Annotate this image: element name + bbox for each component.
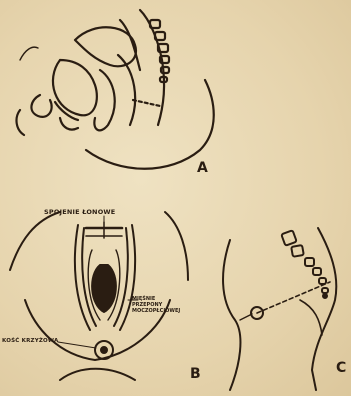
panel-c-dashed-axis xyxy=(257,282,330,313)
panel-c-letter: C xyxy=(336,360,346,376)
panel-c-right-contour xyxy=(312,228,336,390)
panel-c-left-contour xyxy=(223,240,240,390)
